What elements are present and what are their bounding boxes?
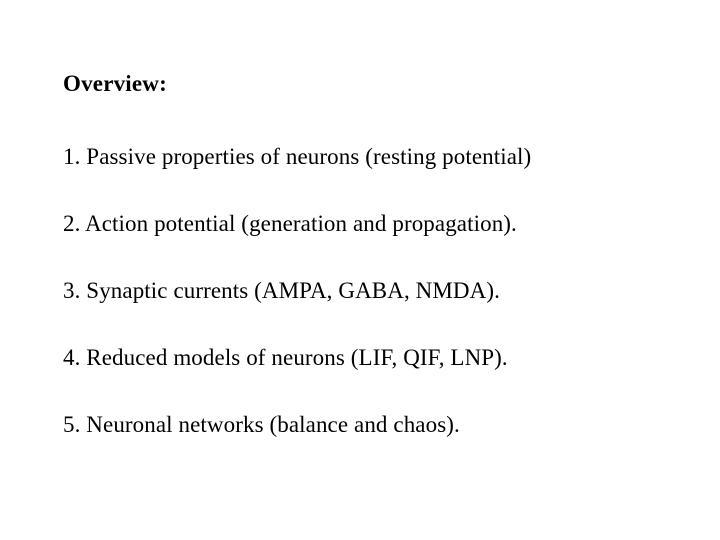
list-item: 1. Passive properties of neurons (restin… bbox=[63, 144, 532, 169]
list-item: 3. Synaptic currents (AMPA, GABA, NMDA). bbox=[63, 278, 500, 303]
slide-title: Overview: bbox=[63, 71, 167, 96]
list-item: 2. Action potential (generation and prop… bbox=[63, 211, 517, 236]
list-item: 4. Reduced models of neurons (LIF, QIF, … bbox=[63, 345, 508, 370]
list-item: 5. Neuronal networks (balance and chaos)… bbox=[63, 412, 460, 437]
slide-content: Overview: 1. Passive properties of neuro… bbox=[63, 70, 700, 439]
overview-list: 1. Passive properties of neurons (restin… bbox=[63, 143, 700, 439]
